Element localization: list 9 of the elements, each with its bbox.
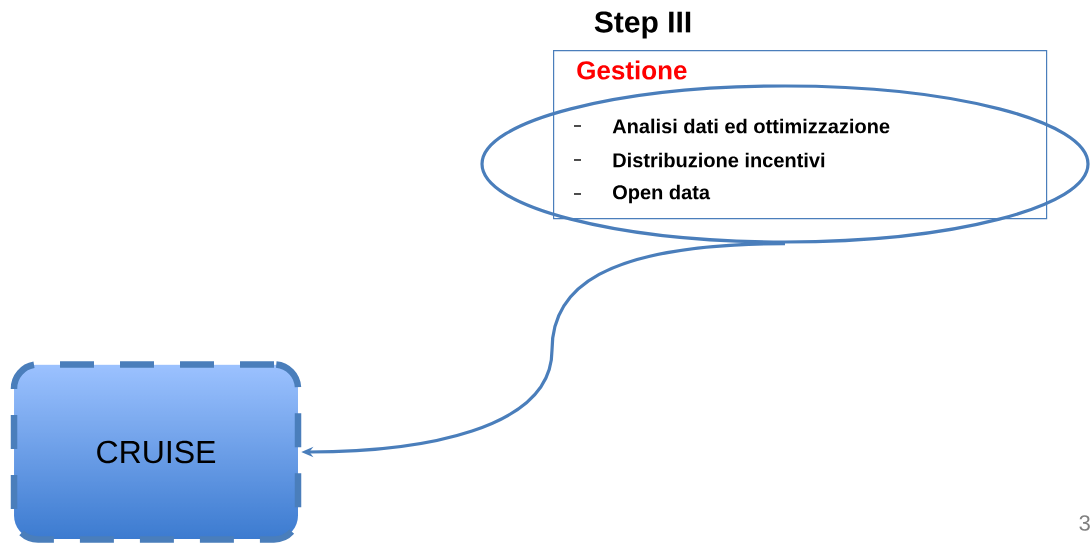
- dashed-box: CRUISE: [10, 361, 302, 543]
- list-box: [553, 50, 1048, 220]
- list-item: Distribuzione incentivi: [613, 152, 825, 168]
- box-title: Gestione: [577, 60, 687, 80]
- list-item: Open data: [613, 184, 711, 204]
- list-item: Analisi dati ed ottimizzazione: [612, 118, 890, 134]
- heading: Step III: [594, 11, 691, 39]
- page-number: 3: [1079, 515, 1090, 531]
- ellipse-outline: [480, 84, 1090, 244]
